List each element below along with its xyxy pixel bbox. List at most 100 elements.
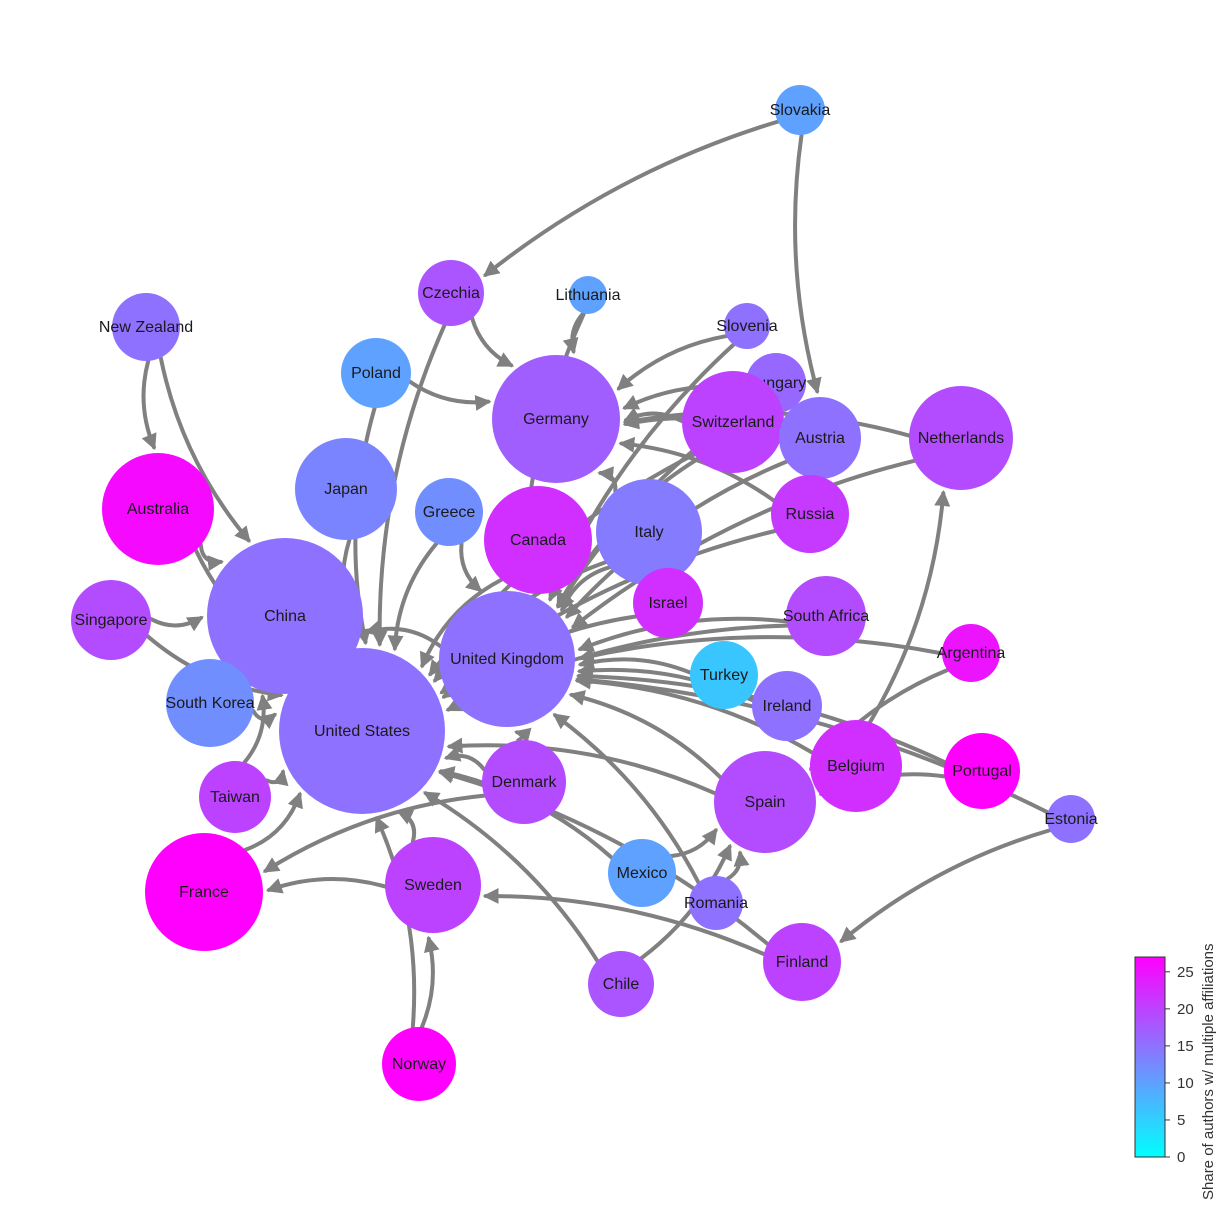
node-belgium[interactable]: Belgium xyxy=(810,720,902,812)
node-spain[interactable]: Spain xyxy=(714,751,816,853)
node-circle[interactable] xyxy=(588,951,654,1017)
node-label: Slovenia xyxy=(716,318,777,335)
node-circle[interactable] xyxy=(779,397,861,479)
node-circle[interactable] xyxy=(199,761,271,833)
node-ireland[interactable]: Ireland xyxy=(752,671,822,741)
node-germany[interactable]: Germany xyxy=(492,355,620,483)
node-circle[interactable] xyxy=(341,338,411,408)
node-united-states[interactable]: United States xyxy=(279,648,445,814)
node-norway[interactable]: Norway xyxy=(382,1027,456,1101)
node-circle[interactable] xyxy=(596,479,702,585)
node-circle[interactable] xyxy=(382,1027,456,1101)
edge-denmark-to-france xyxy=(262,793,487,873)
node-singapore[interactable]: Singapore xyxy=(71,580,151,660)
node-circle[interactable] xyxy=(102,453,214,565)
node-circle[interactable] xyxy=(771,475,849,553)
node-turkey[interactable]: Turkey xyxy=(690,641,758,709)
node-czechia[interactable]: Czechia xyxy=(418,260,484,326)
node-circle[interactable] xyxy=(775,85,825,135)
node-greece[interactable]: Greece xyxy=(415,478,483,546)
node-circle[interactable] xyxy=(492,355,620,483)
node-new-zealand[interactable]: New Zealand xyxy=(99,293,193,361)
node-mexico[interactable]: Mexico xyxy=(608,839,676,907)
node-circle[interactable] xyxy=(279,648,445,814)
node-circle[interactable] xyxy=(385,837,481,933)
node-circle[interactable] xyxy=(763,923,841,1001)
node-united-kingdom[interactable]: United Kingdom xyxy=(439,591,575,727)
node-slovakia[interactable]: Slovakia xyxy=(770,85,831,135)
node-israel[interactable]: Israel xyxy=(633,568,703,638)
edge-mexico-to-spain xyxy=(669,827,718,859)
node-circle[interactable] xyxy=(909,386,1013,490)
node-portugal[interactable]: Portugal xyxy=(944,733,1020,809)
node-circle[interactable] xyxy=(752,671,822,741)
node-south-korea[interactable]: South Korea xyxy=(166,659,255,747)
node-circle[interactable] xyxy=(690,641,758,709)
node-japan[interactable]: Japan xyxy=(295,438,397,540)
node-australia[interactable]: Australia xyxy=(102,453,214,565)
node-austria[interactable]: Austria xyxy=(779,397,861,479)
node-south-africa[interactable]: South Africa xyxy=(783,576,869,656)
node-poland[interactable]: Poland xyxy=(341,338,411,408)
node-circle[interactable] xyxy=(569,276,607,314)
node-circle[interactable] xyxy=(633,568,703,638)
node-denmark[interactable]: Denmark xyxy=(482,740,566,824)
node-circle[interactable] xyxy=(71,580,151,660)
node-switzerland[interactable]: Switzerland xyxy=(682,371,784,473)
node-netherlands[interactable]: Netherlands xyxy=(909,386,1013,490)
node-circle[interactable] xyxy=(810,720,902,812)
node-circle[interactable] xyxy=(145,833,263,951)
node-label: Switzerland xyxy=(692,414,775,431)
node-circle[interactable] xyxy=(689,876,743,930)
node-circle[interactable] xyxy=(439,591,575,727)
node-circle[interactable] xyxy=(1047,795,1095,843)
edge-estonia-to-finland xyxy=(839,828,1052,943)
node-circle[interactable] xyxy=(418,260,484,326)
node-circle[interactable] xyxy=(724,303,770,349)
edge-turkey-to-united_kingdom xyxy=(577,653,693,675)
node-label: Estonia xyxy=(1044,811,1097,828)
colorbar-tick-label: 0 xyxy=(1177,1149,1185,1166)
edge-czechia-to-germany xyxy=(470,316,515,368)
node-circle[interactable] xyxy=(166,659,254,747)
node-circle[interactable] xyxy=(295,438,397,540)
node-slovenia[interactable]: Slovenia xyxy=(716,303,778,349)
node-estonia[interactable]: Estonia xyxy=(1044,795,1098,843)
edge-denmark-to-united_kingdom xyxy=(514,727,532,744)
node-label: France xyxy=(179,884,229,901)
node-circle[interactable] xyxy=(944,733,1020,809)
node-finland[interactable]: Finland xyxy=(763,923,841,1001)
edge-poland-to-germany xyxy=(407,379,492,411)
node-label: Israel xyxy=(648,595,687,612)
node-circle[interactable] xyxy=(484,486,592,594)
node-italy[interactable]: Italy xyxy=(596,479,702,585)
node-circle[interactable] xyxy=(786,576,866,656)
node-circle[interactable] xyxy=(415,478,483,546)
node-circle[interactable] xyxy=(207,538,363,694)
node-circle[interactable] xyxy=(608,839,676,907)
node-circle[interactable] xyxy=(682,371,784,473)
node-circle[interactable] xyxy=(482,740,566,824)
node-circle[interactable] xyxy=(714,751,816,853)
edge-spain-to-united_states xyxy=(446,737,717,796)
node-label: Australia xyxy=(127,501,189,518)
edge-chile-to-united_states xyxy=(422,791,600,963)
node-romania[interactable]: Romania xyxy=(684,876,748,930)
node-canada[interactable]: Canada xyxy=(484,486,592,594)
node-argentina[interactable]: Argentina xyxy=(937,624,1006,682)
node-lithuania[interactable]: Lithuania xyxy=(556,276,621,314)
node-france[interactable]: France xyxy=(145,833,263,951)
colorbar-tick-label: 20 xyxy=(1177,1001,1194,1018)
node-label: Italy xyxy=(634,524,663,541)
node-russia[interactable]: Russia xyxy=(771,475,849,553)
node-label: Lithuania xyxy=(556,287,621,304)
colorbar-title: Share of authors w/ multiple affiliation… xyxy=(1200,943,1217,1200)
node-sweden[interactable]: Sweden xyxy=(385,837,481,933)
edge-singapore-to-china xyxy=(148,615,204,632)
node-taiwan[interactable]: Taiwan xyxy=(199,761,271,833)
node-china[interactable]: China xyxy=(207,538,363,694)
edge-greece-to-united_states xyxy=(387,541,439,652)
node-circle[interactable] xyxy=(112,293,180,361)
node-chile[interactable]: Chile xyxy=(588,951,654,1017)
node-circle[interactable] xyxy=(942,624,1000,682)
